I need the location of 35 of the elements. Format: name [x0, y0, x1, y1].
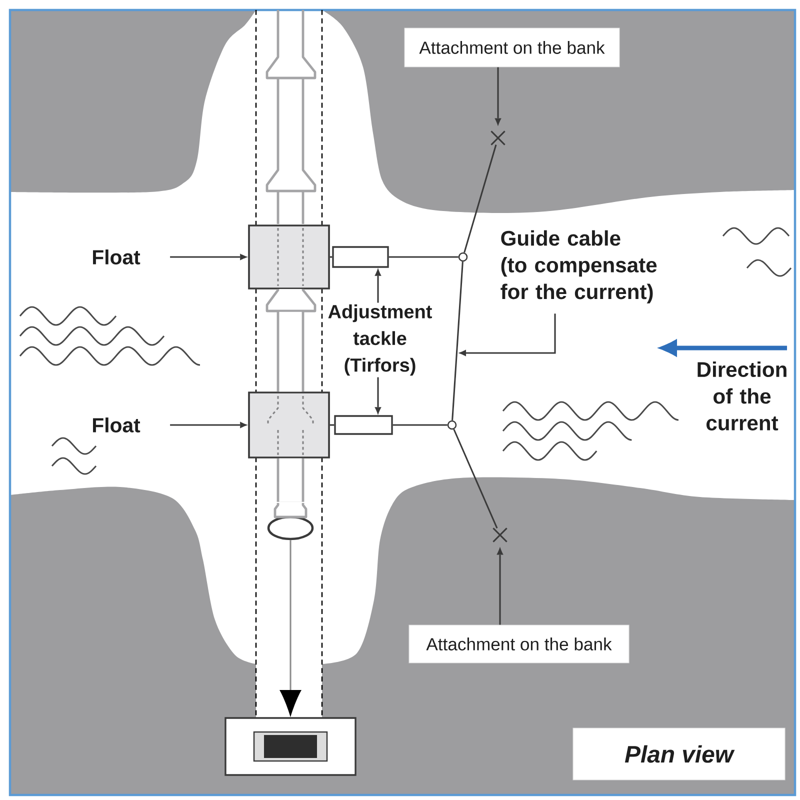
- connector-line: [388, 256, 458, 258]
- cable-line: [453, 428, 498, 529]
- tackle-box: [334, 415, 393, 435]
- leader-arrow: [374, 268, 382, 303]
- pipe-line: [276, 458, 304, 502]
- leader-arrow: [170, 422, 248, 428]
- leader-arrow: [494, 67, 502, 126]
- leader-arrow: [374, 377, 382, 416]
- caption-box: Plan view: [572, 728, 786, 780]
- cable-line: [464, 144, 497, 253]
- callout-text: Float: [93, 250, 140, 264]
- label-box: Attachment on the bank: [408, 624, 630, 664]
- leader-arrow: [496, 546, 504, 625]
- leader-arrow: [170, 254, 248, 260]
- callout-text: Direction of the current: [698, 362, 786, 430]
- junction-circle: [458, 252, 468, 262]
- float-box: [248, 392, 330, 458]
- connector-line: [392, 424, 448, 426]
- callout-text: Guide cable (to compensate for the current): [500, 230, 657, 304]
- tackle-box: [332, 246, 389, 268]
- connector-line: [330, 424, 334, 426]
- float-box: [248, 224, 330, 312]
- leader-arrow: [458, 314, 556, 356]
- label-box: Attachment on the bank: [404, 28, 620, 68]
- callout-text: Float: [93, 418, 140, 432]
- cross-mark: [490, 130, 506, 146]
- junction-circle: [447, 420, 457, 430]
- flow-arrow: [280, 540, 302, 718]
- callout-text: Adjustment tackle (Tirfors): [328, 304, 432, 376]
- pipe-line: [276, 312, 304, 392]
- cross-mark: [492, 527, 508, 543]
- cable-line: [452, 262, 464, 420]
- connector-line: [330, 256, 332, 258]
- ring-ellipse: [267, 503, 314, 540]
- machine-box: [224, 717, 356, 776]
